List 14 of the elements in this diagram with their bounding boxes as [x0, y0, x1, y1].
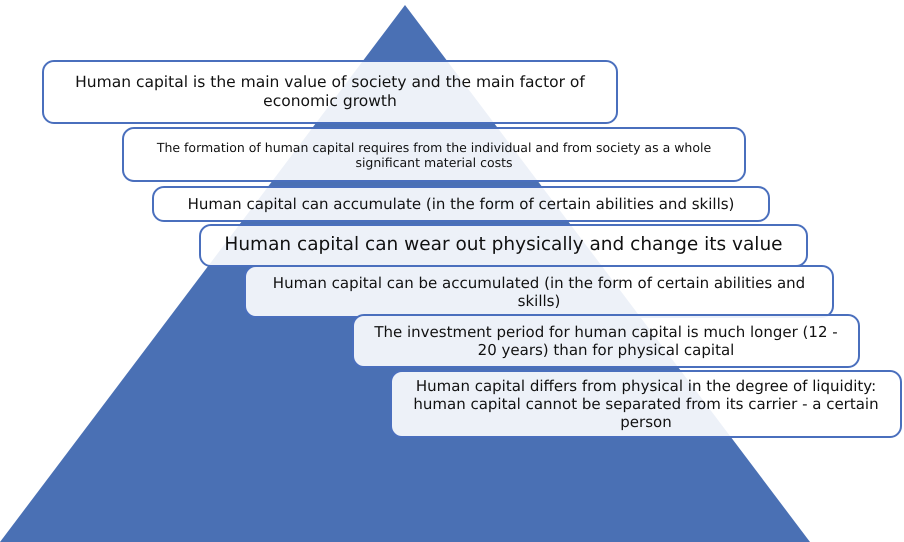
text-box: [42, 60, 618, 124]
text-box: [244, 265, 834, 318]
statement-text: Human capital can wear out physically and change its value: [224, 234, 783, 257]
text-box: [352, 314, 860, 368]
statement-text: Human capital differs from physical in the degree of liquidity: human capital cannot be separated from its carrier - a certain person: [412, 377, 880, 431]
statement-text: Human capital is the main value of society and the main factor of economic growth: [74, 73, 586, 111]
statement-text: Human capital can be accumulated (in the form of certain abilities and skills): [272, 274, 806, 310]
statement-text: Human capital can accumulate (in the form of certain abilities and skills): [188, 195, 734, 213]
text-box: [390, 370, 902, 438]
statement-text: The formation of human capital requires from the individual and from society as a whole significant material costs: [156, 140, 712, 170]
text-box: [199, 224, 808, 267]
text-box: [152, 186, 770, 222]
text-box: [122, 127, 746, 182]
statement-text: The investment period for human capital is much longer (12 - 20 years) than for physical capital: [373, 323, 839, 359]
